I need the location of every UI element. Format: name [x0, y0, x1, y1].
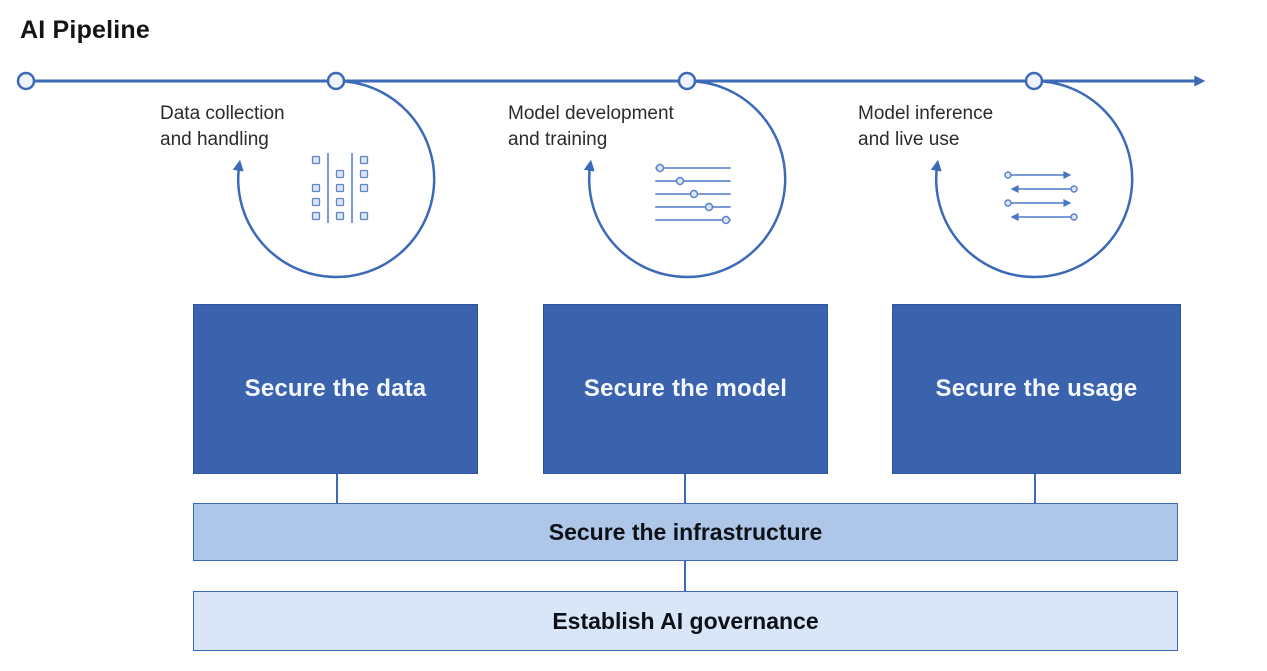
establish-ai-governance-bar: Establish AI governance	[193, 591, 1178, 651]
loop-arrow-usage	[930, 79, 1134, 279]
data-columns-icon	[311, 153, 369, 223]
secure-infrastructure-bar: Secure the infrastructure	[193, 503, 1178, 561]
secure-usage-box: Secure the usage	[892, 304, 1181, 474]
pipeline-node-usage	[1024, 71, 1044, 91]
stage-label-data-collection: Data collection and handling	[160, 103, 285, 150]
stage-label-model-development: Model development and training	[508, 103, 674, 150]
loop-arrow-data	[232, 79, 436, 279]
secure-usage-box-label: Secure the usage	[935, 375, 1138, 402]
stage-label-model-inference: Model inference and live use	[858, 103, 994, 150]
secure-model-box: Secure the model	[543, 304, 828, 474]
pipeline-node-start	[16, 71, 36, 91]
pipeline-node-data	[326, 71, 346, 91]
secure-data-box-label: Secure the data	[244, 375, 427, 402]
sliders-icon	[655, 163, 731, 225]
secure-data-box: Secure the data	[193, 304, 478, 474]
secure-model-box-label: Secure the model	[583, 375, 788, 402]
pipeline-node-model	[677, 71, 697, 91]
loop-arrow-model	[583, 79, 787, 279]
exchange-arrows-icon	[1004, 171, 1078, 221]
page-title: AI Pipeline	[20, 16, 151, 44]
